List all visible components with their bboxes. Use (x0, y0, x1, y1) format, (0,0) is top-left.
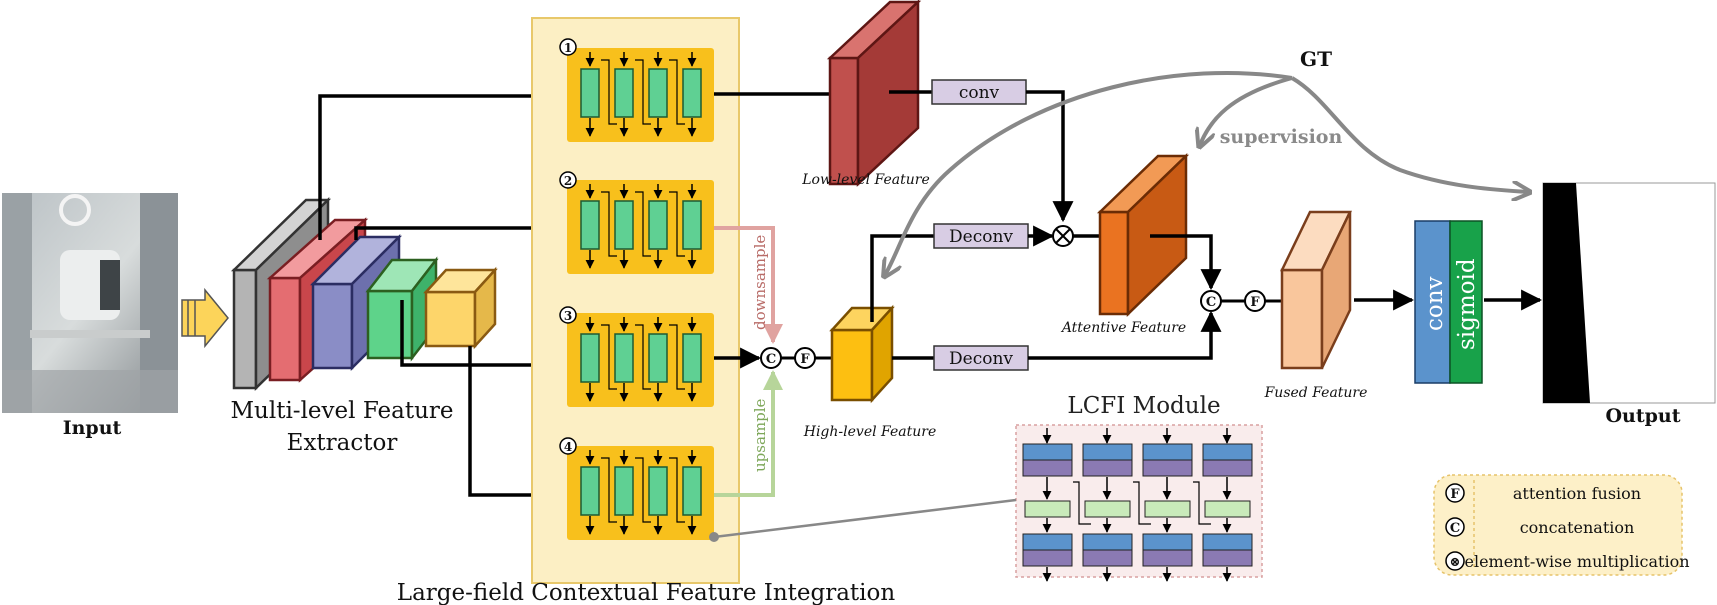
legend-panel (1433, 474, 1683, 576)
lcfi-inset-column (1142, 428, 1211, 582)
extractor-connections (318, 85, 570, 506)
extractor-label-line1: Multi-level Feature (230, 398, 453, 424)
head-sigmoid-box (1449, 220, 1483, 384)
lcfi-panel-title: Large-field Contextual Feature Integrati… (397, 580, 896, 605)
supervision-arrows (885, 70, 1528, 275)
branch-number-1: 1 (559, 38, 577, 56)
legend-symbol-circle (1445, 551, 1465, 571)
downsample-arrow (714, 226, 783, 344)
input-label: Input (63, 417, 122, 439)
svg-text:F: F (800, 352, 810, 367)
upsample-label: upsample (751, 398, 769, 472)
deconv-top-label: Deconv (949, 227, 1013, 247)
legend-text: element-wise multiplication (1464, 552, 1689, 571)
gt-label: GT (1300, 47, 1332, 71)
legend-item: ⊗element-wise multiplication (1445, 551, 1690, 571)
lcfi-unit (580, 68, 600, 118)
svg-text:1: 1 (564, 41, 572, 55)
lcfi-branch-2 (567, 180, 714, 274)
legend-symbol: ⊗ (1450, 555, 1461, 570)
lcfi-module-title: LCFI Module (1067, 393, 1220, 419)
lcfi-unit (648, 200, 668, 250)
legend-symbol-circle (1445, 517, 1465, 537)
lcfi-unit (648, 68, 668, 118)
extractor-label-line2: Extractor (287, 430, 398, 456)
deconv-bottom-label: Deconv (949, 349, 1013, 369)
low-level-label: Low-level Feature (801, 172, 930, 188)
svg-text:F: F (1250, 295, 1260, 310)
lcfi-unit (682, 200, 702, 250)
branch-number-2: 2 (559, 171, 577, 189)
conv-to-mult (1026, 90, 1074, 223)
deconv-top-box (933, 223, 1029, 249)
concat-op-2: C (1200, 290, 1222, 312)
legend-symbol: C (1450, 521, 1460, 536)
svg-text:3: 3 (564, 309, 572, 323)
high-level-feature-cube (829, 304, 895, 404)
svg-text:C: C (1206, 295, 1216, 310)
lcfi-unit (580, 200, 600, 250)
att-to-concat (1150, 234, 1222, 291)
high-level-label: High-level Feature (803, 424, 936, 440)
head-sigmoid-label: sigmoid (1454, 258, 1480, 350)
lcfi-unit (614, 68, 634, 118)
legend-text: concatenation (1520, 518, 1635, 537)
inset-pointer-dot (709, 532, 719, 542)
upsample-arrow (714, 370, 783, 497)
lcfi-module-grid (1022, 428, 1253, 582)
lcfi-unit (648, 466, 668, 516)
lcfi-unit (682, 68, 702, 118)
lcfi-unit (614, 200, 634, 250)
downsample-label: downsample (751, 235, 769, 330)
fused-label: Fused Feature (1264, 385, 1368, 401)
deconv-bottom-to-concat (1028, 310, 1222, 360)
deconv-bottom-box (933, 345, 1029, 371)
fusion-op-2: F (1244, 290, 1266, 312)
lcfi-inset-column (1082, 428, 1151, 582)
output-label: Output (1605, 405, 1680, 427)
lcfi-unit (682, 333, 702, 383)
high-to-deconv-top (870, 234, 934, 322)
lcfi-branch-1 (567, 48, 714, 142)
legend-symbol-circle (1445, 483, 1465, 503)
output-mask (1542, 182, 1716, 404)
inset-pointer (713, 498, 1017, 539)
svg-text:C: C (766, 352, 776, 367)
attentive-label: Attentive Feature (1060, 320, 1186, 336)
multiply-op (1052, 225, 1074, 247)
lcfi-inset-column (1022, 428, 1091, 582)
lcfi-unit (614, 466, 634, 516)
lcfi-branch-4 (567, 446, 714, 540)
input-image (2, 193, 178, 413)
svg-text:2: 2 (564, 174, 572, 188)
fusion-op-1: F (794, 347, 816, 369)
concat-op-1: C (760, 347, 782, 369)
lcfi-unit (648, 333, 668, 383)
conv-label: conv (959, 83, 1000, 103)
attentive-feature-cube (1096, 153, 1190, 317)
legend-symbol: F (1450, 487, 1460, 502)
lcfi-unit (614, 333, 634, 383)
lcfi-branches (567, 48, 714, 540)
lcfi-branch-3 (567, 313, 714, 407)
branch-number-3: 3 (559, 306, 577, 324)
branch-number-4: 4 (559, 437, 577, 455)
lcfi-unit (580, 333, 600, 383)
conv-box (931, 79, 1027, 105)
input-arrow (181, 287, 229, 349)
lcfi-unit (682, 466, 702, 516)
supervision-label: supervision (1220, 126, 1343, 148)
lcfi-unit (580, 466, 600, 516)
svg-text:4: 4 (564, 440, 572, 454)
head-conv-label: conv (1422, 276, 1448, 331)
fused-feature-cube (1280, 210, 1352, 370)
feature-extractor (230, 197, 498, 391)
low-level-feature-cube (826, 0, 922, 187)
legend-text: attention fusion (1513, 484, 1641, 503)
lcfi-inset-column (1202, 428, 1253, 582)
